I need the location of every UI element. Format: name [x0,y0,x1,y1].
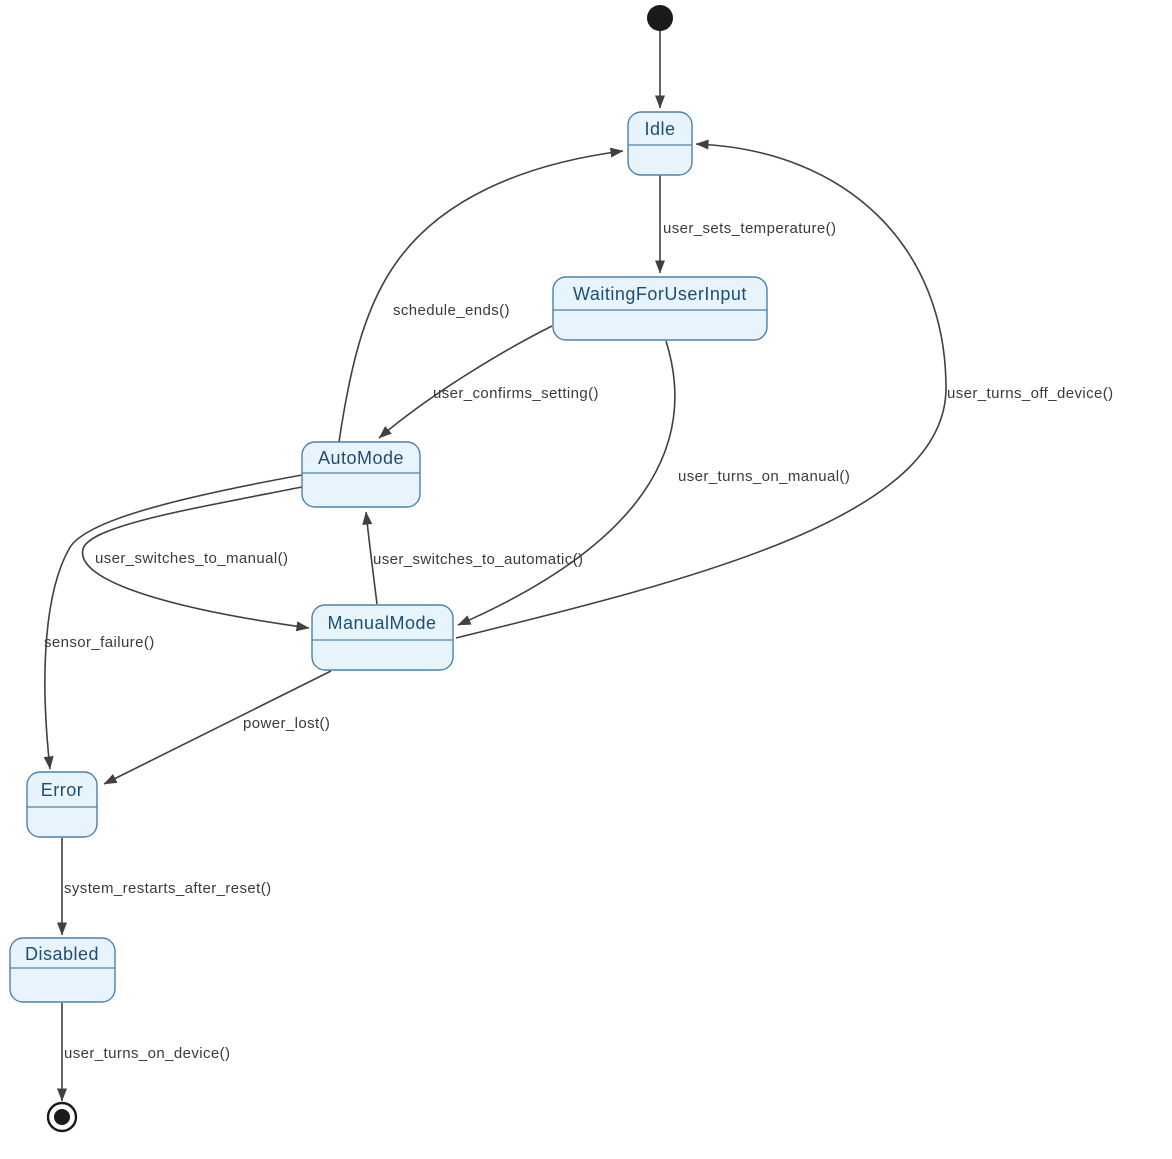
transition-edge-manualmode-to-automode[interactable] [362,511,378,605]
transition-label-user-confirms-setting: user_confirms_setting() [433,385,599,402]
transition-edge-automode-to-manualmode[interactable] [81,486,310,632]
state-box-automode[interactable] [301,441,421,508]
state-title-error: Error [41,780,84,800]
transition-label-schedule-ends: schedule_ends() [393,302,510,319]
state-box-idle[interactable] [627,111,693,176]
transition-label-sensor-failure: sensor_failure() [44,634,155,651]
state-title-waitingforuserinput: WaitingForUserInput [573,284,747,304]
transition-label-power-lost: power_lost() [243,715,330,732]
transition-edge-manualmode-to-error[interactable] [103,670,332,785]
final-state-node[interactable] [46,1101,78,1133]
transition-label-system-restarts-after-reset: system_restarts_after_reset() [64,880,272,897]
state-title-automode: AutoMode [318,448,404,468]
state-node-error[interactable]: Error [26,771,98,838]
state-box-manualmode[interactable] [311,604,454,671]
state-node-disabled[interactable]: Disabled [9,937,116,1003]
transition-edge-automode-to-error[interactable] [43,474,303,770]
transition-edge-waitingforuserinput-to-manualmode[interactable] [457,340,676,626]
state-title-disabled: Disabled [25,944,99,964]
state-node-manualmode[interactable]: ManualMode [311,604,454,671]
state-node-automode[interactable]: AutoMode [301,441,421,508]
final-state-inner-dot [54,1109,70,1125]
transition-label-user-turns-off-device: user_turns_off_device() [947,385,1114,402]
state-node-waitingforuserinput[interactable]: WaitingForUserInput [552,276,768,341]
transition-label-user-switches-to-automatic: user_switches_to_automatic() [373,551,583,568]
state-node-idle[interactable]: Idle [627,111,693,176]
transition-edge-automode-to-idle[interactable] [338,147,624,443]
transition-edge-manualmode-to-idle[interactable] [455,139,947,639]
initial-state-node[interactable] [647,5,673,31]
state-box-disabled[interactable] [9,937,116,1003]
transition-label-user-sets-temperature: user_sets_temperature() [663,220,836,237]
transition-edge-waitingforuserinput-to-automode[interactable] [378,325,553,439]
transition-label-user-turns-on-manual: user_turns_on_manual() [678,468,850,485]
state-title-idle: Idle [644,119,675,139]
transition-label-user-turns-on-device: user_turns_on_device() [64,1045,230,1062]
state-box-waitingforuserinput[interactable] [552,276,768,341]
state-box-error[interactable] [26,771,98,838]
state-title-manualmode: ManualMode [327,613,436,633]
transition-label-user-switches-to-manual: user_switches_to_manual() [95,550,288,567]
